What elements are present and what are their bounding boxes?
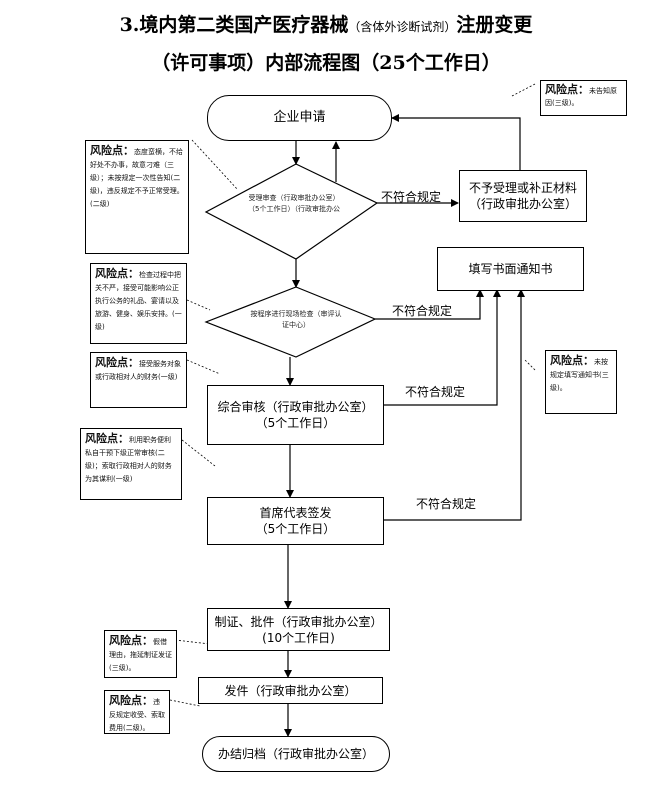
dispatch-label: 发件（行政审批办公室） <box>224 683 357 698</box>
notice-box: 填写书面通知书 <box>437 247 584 291</box>
sign-box: 首席代表签发 （5个工作日） <box>207 497 384 545</box>
reject-box-line2: （行政审批办公室） <box>468 197 577 211</box>
issue-cert-box: 制证、批件（行政审批办公室） (10个工作日) <box>207 608 390 651</box>
risk-note-2-label: 风险点： <box>90 144 134 157</box>
decision2-shape <box>204 286 377 358</box>
risk-note-3: 风险点：检查过程中把关不严，接受可能影响公正执行公务的礼品、宴请以及旅游、健身、… <box>90 263 187 344</box>
risk-note-6-label: 风险点： <box>550 354 594 367</box>
title-main: 3.境内第二类国产医疗器械 <box>119 14 349 36</box>
decision2-label: 按程序进行现场检查（审评认证中心） <box>250 310 342 329</box>
issue-cert-line1: 制证、批件（行政审批办公室） <box>214 614 383 629</box>
title-end: 注册变更 <box>456 14 533 36</box>
risk-note-8-text: 违反规定收受、索取费用(二级)。 <box>109 698 165 732</box>
edge-label-review: 不符合规定 <box>405 385 466 399</box>
risk-note-1-text: 未告知原因(三级)。 <box>545 87 617 107</box>
page-title-line1: 3.境内第二类国产医疗器械（含体外诊断试剂）注册变更 <box>0 10 652 37</box>
edge-label-reject: 不符合规定 <box>381 190 442 204</box>
reject-box: 不予受理或补正材料 （行政审批办公室） <box>459 170 587 222</box>
risk-note-2: 风险点：态度蛮横，不给好处不办事，故意刁难（三级）；未按规定一次性告知(二级)，… <box>85 140 189 254</box>
sign-line1: 首席代表签发 <box>259 506 332 520</box>
risk-note-8-label: 风险点： <box>109 694 153 707</box>
page-title-line2: （许可事项）内部流程图（25个工作日） <box>151 52 501 74</box>
risk-note-4: 风险点：接受服务对象或行政相对人的财务(一级) <box>90 352 187 408</box>
risk-note-7: 风险点：假借理由，拖延制证发证(三级)。 <box>104 630 177 678</box>
risk-note-1-label: 风险点： <box>545 83 589 96</box>
risk-note-5-label: 风险点： <box>85 432 129 445</box>
risk-note-6-text: 未按规定填写通知书(三级)。 <box>550 358 609 392</box>
review-line2: （5个工作日） <box>255 416 336 430</box>
risk-note-3-text: 检查过程中把关不严，接受可能影响公正执行公务的礼品、宴请以及旅游、健身、娱乐安排… <box>95 271 182 331</box>
risk-note-5: 风险点：利用职务便利私自干预下级正常审核(二级)；索取行政相对人的财务为其谋利(… <box>80 428 182 500</box>
start-label: 企业申请 <box>273 110 326 125</box>
review-line1: 综合审核（行政审批办公室） <box>217 400 374 414</box>
sign-line2: （5个工作日） <box>255 522 336 536</box>
risk-note-1: 风险点：未告知原因(三级)。 <box>540 80 627 116</box>
archive-label: 办结归档（行政审批办公室） <box>217 747 374 761</box>
archive-node: 办结归档（行政审批办公室） <box>202 736 390 772</box>
risk-note-7-text: 假借理由，拖延制证发证(三级)。 <box>109 638 172 672</box>
start-node: 企业申请 <box>207 95 392 141</box>
edge-label-inspection: 不符合规定 <box>392 304 453 318</box>
issue-cert-line2: (10个工作日) <box>262 630 335 645</box>
risk-note-2-text: 态度蛮横，不给好处不办事，故意刁难（三级）；未按规定一次性告知(二级)，违反规定… <box>90 148 184 208</box>
risk-note-4-label: 风险点： <box>95 356 139 369</box>
reject-box-line1: 不予受理或补正材料 <box>468 181 577 195</box>
decision1-label: 受理审查（行政审批办公室）（5个工作日）（行政审批办公 <box>248 194 340 213</box>
risk-note-3-label: 风险点： <box>95 267 139 280</box>
title-paren: （含体外诊断试剂） <box>348 20 457 34</box>
risk-note-8: 风险点：违反规定收受、索取费用(二级)。 <box>104 690 170 734</box>
risk-note-7-label: 风险点： <box>109 634 153 647</box>
edge-label-sign: 不符合规定 <box>416 497 477 511</box>
notice-box-label: 填写书面通知书 <box>468 262 553 276</box>
risk-note-4-text: 接受服务对象或行政相对人的财务(一级) <box>95 360 181 381</box>
review-box: 综合审核（行政审批办公室） （5个工作日） <box>207 385 384 445</box>
risk-note-6: 风险点：未按规定填写通知书(三级)。 <box>545 350 617 414</box>
risk-note-5-text: 利用职务便利私自干预下级正常审核(二级)；索取行政相对人的财务为其谋利(一级) <box>85 436 172 483</box>
dispatch-box: 发件（行政审批办公室） <box>198 677 383 704</box>
